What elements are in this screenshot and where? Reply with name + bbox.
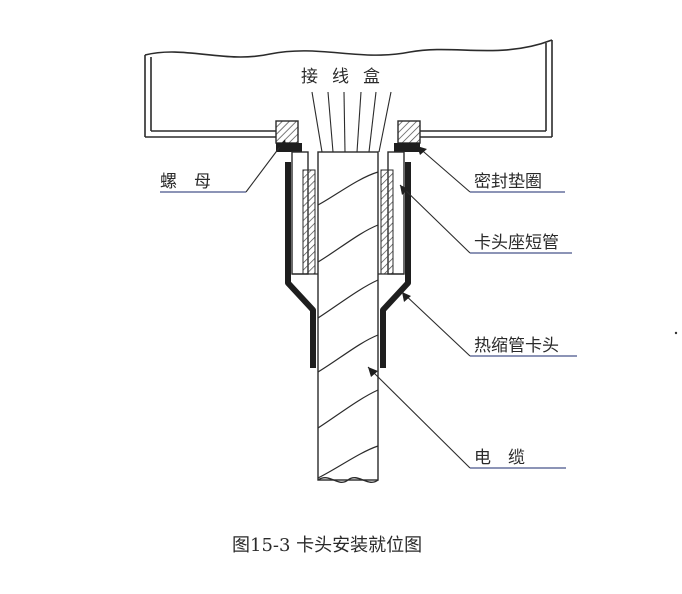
label-nut: 螺 母 xyxy=(160,172,211,192)
heat-shrink-head xyxy=(285,162,411,368)
label-seal-ring: 密封垫圈 xyxy=(474,172,542,192)
figure-caption: 图15-3 卡头安装就位图 xyxy=(232,535,422,556)
leader-lines xyxy=(160,139,577,469)
label-cable: 电 缆 xyxy=(474,448,525,468)
seal-ring xyxy=(276,143,420,152)
speck xyxy=(674,331,678,335)
label-socket-tube: 卡头座短管 xyxy=(474,233,559,253)
junction-box xyxy=(144,39,553,138)
label-heat-shrink-head: 热缩管卡头 xyxy=(474,336,559,356)
cable xyxy=(317,151,379,483)
arrowheads xyxy=(278,140,427,377)
wires xyxy=(311,91,392,153)
nut xyxy=(275,120,421,144)
label-junction-box: 接线盒 xyxy=(301,67,394,87)
